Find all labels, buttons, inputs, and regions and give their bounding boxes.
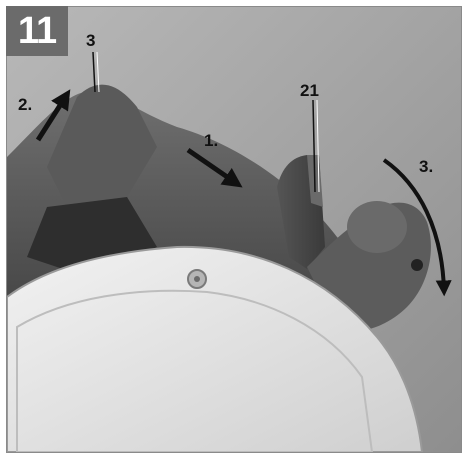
callout-part-21: 21 [300,81,319,100]
blade-guard [7,245,424,452]
blade-guard-ridge [16,289,374,452]
product-photo [6,6,462,453]
step-3-label: 3. [419,157,434,176]
callout-part-3: 3 [86,31,96,50]
step-2-label: 2. [18,95,33,114]
saw-illustration [7,7,461,452]
figure-number-badge: 11 [6,6,68,56]
handle-grip [47,84,157,207]
clamp-knob [347,201,407,253]
step-1-label: 1. [204,131,219,150]
guard-screw-center [194,276,200,282]
clamp-pivot [411,259,423,271]
